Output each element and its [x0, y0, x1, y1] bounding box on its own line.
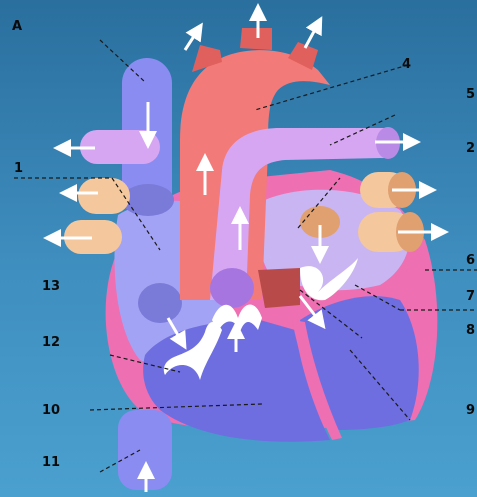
label-13: 13	[42, 279, 60, 294]
label-12: 12	[42, 335, 60, 350]
label-9: 9	[466, 403, 475, 418]
label-6: 6	[466, 253, 475, 268]
label-8: 8	[466, 323, 475, 338]
label-2: 2	[466, 141, 475, 156]
aortic-valve-area	[258, 268, 300, 308]
label-7: 7	[466, 289, 475, 304]
coronary-sinus	[138, 283, 182, 323]
label-11: 11	[42, 455, 60, 470]
label-5: 5	[466, 87, 475, 102]
pulmonary-valve	[210, 268, 254, 308]
label-1: 1	[14, 161, 23, 176]
label-a: A	[12, 19, 22, 34]
label-10: 10	[42, 403, 60, 418]
vena-cava-opening	[122, 184, 174, 216]
label-4: 4	[402, 57, 411, 72]
right-pulmonary-vein-upper	[78, 178, 130, 214]
